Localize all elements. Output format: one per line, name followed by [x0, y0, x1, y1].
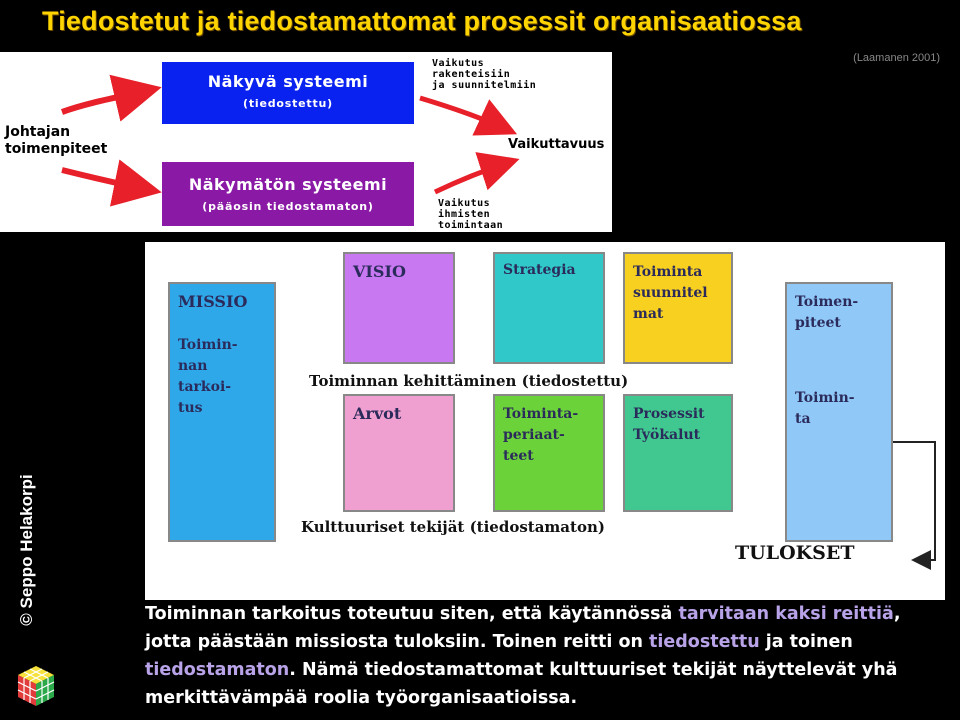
- effect-on-structures-label: Vaikutus rakenteisiin ja suunnitelmiin: [432, 58, 537, 91]
- visible-system-box: Näkyvä systeemi (tiedostettu): [162, 62, 414, 124]
- toimintaperiaatteet-box: Toiminta- periaat- teet: [493, 394, 605, 512]
- visio-heading: VISIO: [353, 262, 406, 281]
- toimintasuunnitelmat-box: Toiminta suunnitel mat: [623, 252, 733, 364]
- strategia-box: Strategia: [493, 252, 605, 364]
- system-diagram-panel: Näkyvä systeemi (tiedostettu) Näkymätön …: [0, 52, 612, 232]
- visible-system-sub: (tiedostettu): [243, 97, 333, 110]
- missio-heading: MISSIO: [178, 292, 248, 311]
- development-label: Toiminnan kehittäminen (tiedostettu): [305, 372, 633, 390]
- arvot-heading: Arvot: [353, 404, 402, 423]
- toimintaperiaatteet-text: Toiminta- periaat- teet: [503, 406, 579, 464]
- results-label: TULOKSET: [735, 542, 855, 564]
- toimenpiteet-text: Toimen- piteet: [795, 294, 859, 331]
- invisible-system-title: Näkymätön systeemi: [188, 175, 388, 194]
- diagram-connectors: [893, 441, 936, 570]
- visio-box: VISIO: [343, 252, 455, 364]
- toiminta-text: Toimin- ta: [795, 390, 855, 427]
- invisible-system-sub: (pääosin tiedostamaton): [202, 200, 374, 213]
- invisible-system-box: Näkymätön systeemi (pääosin tiedostamato…: [162, 162, 414, 226]
- slide-title: Tiedostetut ja tiedostamattomat prosessi…: [42, 6, 802, 36]
- effectiveness-label: Vaikuttavuus: [508, 137, 605, 152]
- red-arrows: [60, 74, 520, 207]
- citation: (Laamanen 2001): [853, 52, 940, 64]
- caption-text: Toiminnan tarkoitus toteutuu siten, että…: [145, 604, 901, 708]
- missio-box: MISSIO Toimin- nan tarkoi- tus: [168, 282, 276, 542]
- effect-on-behaviour-label: Vaikutus ihmisten toimintaan: [438, 198, 504, 231]
- arvot-box: Arvot: [343, 394, 455, 512]
- prosessit-text: Prosessit Työkalut: [633, 406, 705, 443]
- leaders-actions-label: Johtajan toimenpiteet: [5, 124, 108, 157]
- author-side-label: © Seppo Helakorpi: [17, 474, 36, 626]
- missio-text: Toimin- nan tarkoi- tus: [178, 337, 238, 416]
- rubik-cube-icon: [17, 666, 55, 706]
- strategia-heading: Strategia: [503, 262, 576, 278]
- visible-system-title: Näkyvä systeemi: [207, 72, 369, 91]
- toimintasuunnitelmat-text: Toiminta suunnitel mat: [633, 264, 708, 322]
- toimenpiteet-box: Toimen- piteet Toimin- ta: [785, 282, 893, 542]
- process-diagram-panel: MISSIO Toimin- nan tarkoi- tus VISIO Arv…: [145, 242, 945, 600]
- prosessit-box: Prosessit Työkalut: [623, 394, 733, 512]
- culture-label: Kulttuuriset tekijät (tiedostamaton): [297, 518, 609, 536]
